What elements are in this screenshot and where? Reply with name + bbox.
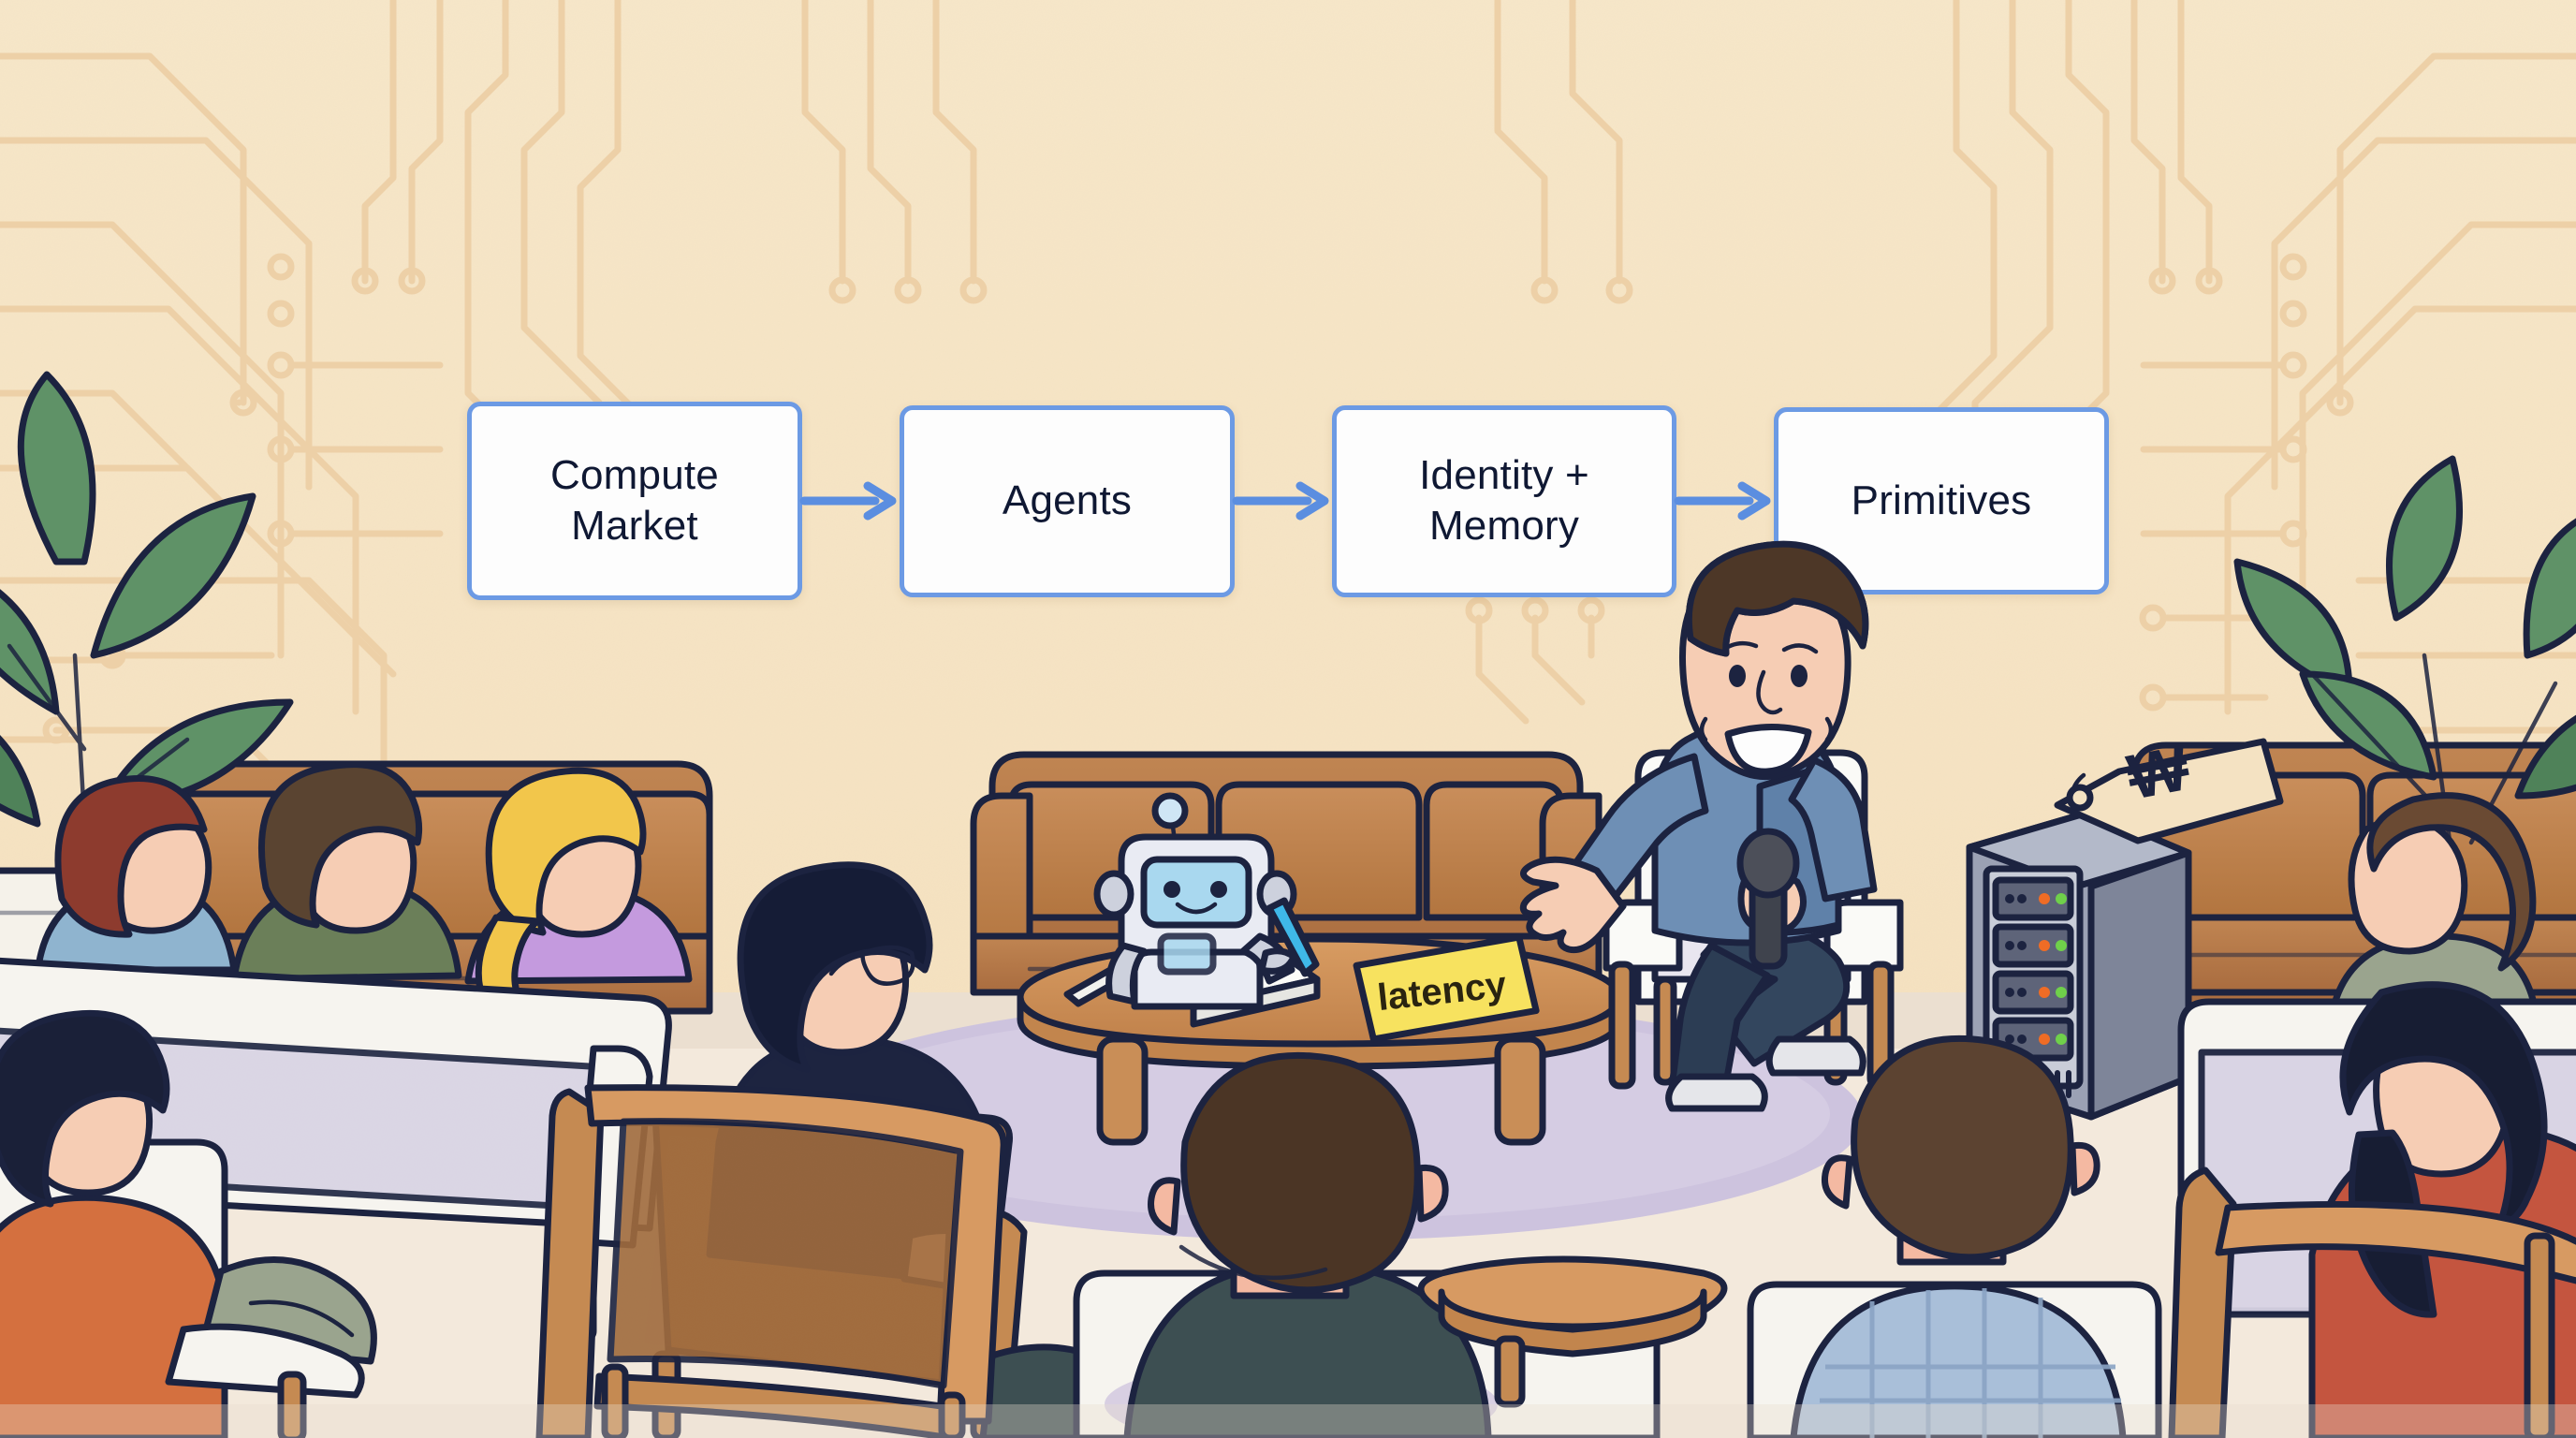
flow-box-agents[interactable]: Agents bbox=[900, 404, 1235, 597]
audience-far-right-woman bbox=[2168, 981, 2576, 1438]
flow-box-line1: Compute bbox=[550, 452, 719, 499]
flow-box-line2: Market bbox=[571, 503, 698, 549]
audience-red-hair-woman bbox=[34, 775, 238, 977]
coffee-table-front bbox=[1417, 1255, 1728, 1408]
flow-box-line2: Memory bbox=[1428, 503, 1580, 549]
audience-front-right-person bbox=[1747, 1034, 2162, 1438]
flow-box-line1: Primitives bbox=[1851, 477, 2032, 524]
note-taking-robot bbox=[1093, 792, 1320, 1010]
robot-pen bbox=[1266, 897, 1320, 977]
flow-diagram: Compute Market Agents Identity + Memory bbox=[0, 393, 2576, 609]
price-tag: ₩ bbox=[2054, 732, 2284, 844]
plant-right bbox=[2233, 455, 2576, 864]
price-tag-symbol: ₩ bbox=[2122, 732, 2195, 814]
flow-box-primitives[interactable]: Primitives bbox=[1774, 407, 2109, 594]
server-rack bbox=[1966, 808, 2192, 1121]
audience-blonde-woman bbox=[464, 767, 693, 1032]
server-led-orange bbox=[2039, 893, 2050, 1045]
flow-box-line1: Identity + bbox=[1419, 452, 1589, 499]
flow-box-identity-memory[interactable]: Identity + Memory bbox=[1332, 404, 1676, 597]
flow-box-compute-market[interactable]: Compute Market bbox=[467, 402, 802, 600]
server-led-green bbox=[2056, 893, 2067, 1045]
audience-front-left-man bbox=[0, 1009, 377, 1438]
sticky-note: latency bbox=[1353, 933, 1540, 1043]
armchair-left-front bbox=[535, 1084, 1007, 1438]
eyeglasses-icon bbox=[828, 945, 915, 986]
audience-green-shirt-man bbox=[230, 761, 462, 983]
microphone bbox=[1736, 828, 1800, 970]
flow-box-line1: Agents bbox=[1002, 477, 1133, 524]
